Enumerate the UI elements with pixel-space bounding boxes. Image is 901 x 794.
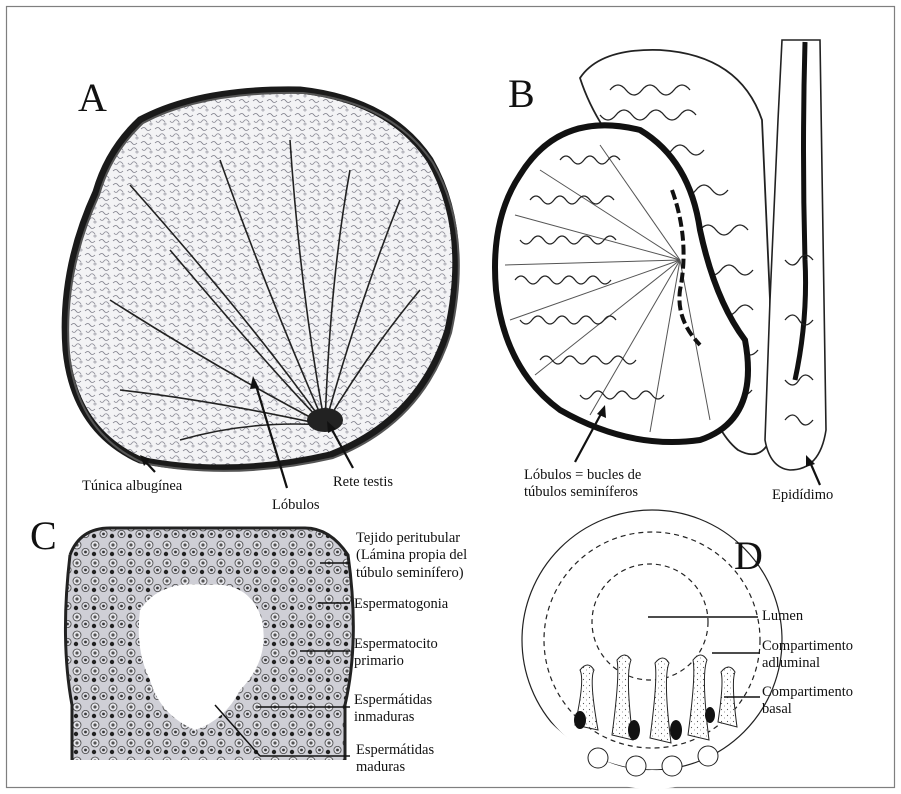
panel-c-tubule-section [55,520,365,770]
label-maduras-line1: Espermátidas [356,742,434,759]
label-espermatocito-line1: Espermatocito [354,636,438,653]
label-epididimo: Epidídimo [772,487,833,504]
label-compartimento-basal: Compartimento basal [762,684,853,719]
label-espermatocito-line2: primario [354,653,438,670]
label-tejido-peritubular: Tejido peritubular (Lámina propia del tú… [356,530,467,582]
label-inmaduras-line1: Espermátidas [354,692,432,709]
panel-letter-b: B [508,74,535,114]
panel-letter-d: D [734,536,763,576]
label-lumen: Lumen [762,608,803,625]
label-compartimento-adluminal: Compartimento adluminal [762,638,853,673]
panel-b-testis-epididymis-drawing [495,40,826,485]
label-basal-line1: Compartimento [762,684,853,701]
label-lobulos-a: Lóbulos [272,497,320,514]
label-espermatocito-primario: Espermatocito primario [354,636,438,671]
label-peritubular-line2: (Lámina propia del [356,547,467,564]
epididymis-body-outline [765,40,826,470]
label-maduras-line2: maduras [356,759,434,776]
label-peritubular-line3: túbulo seminífero) [356,565,467,582]
label-adluminal-line1: Compartimento [762,638,853,655]
panel-a-testis-drawing [65,90,459,488]
label-lobulos-bucles-line1: Lóbulos = bucles de [524,467,641,484]
label-lobulos-bucles-line2: túbulos seminíferos [524,484,641,501]
label-espermatidas-maduras: Espermátidas maduras [356,742,434,777]
panel-letter-a: A [78,78,107,118]
label-peritubular-line1: Tejido peritubular [356,530,467,547]
label-espermatidas-inmaduras: Espermátidas inmaduras [354,692,432,727]
label-rete-testis: Rete testis [333,474,393,491]
label-lobulos-bucles: Lóbulos = bucles de túbulos seminíferos [524,467,641,502]
rete-testis-knot [307,408,343,432]
panel-letter-c: C [30,516,57,556]
label-inmaduras-line2: inmaduras [354,709,432,726]
label-basal-line2: basal [762,701,853,718]
label-adluminal-line2: adluminal [762,655,853,672]
label-tunica-albuginea: Túnica albugínea [82,478,182,495]
label-espermatogonia: Espermatogonia [354,596,448,613]
